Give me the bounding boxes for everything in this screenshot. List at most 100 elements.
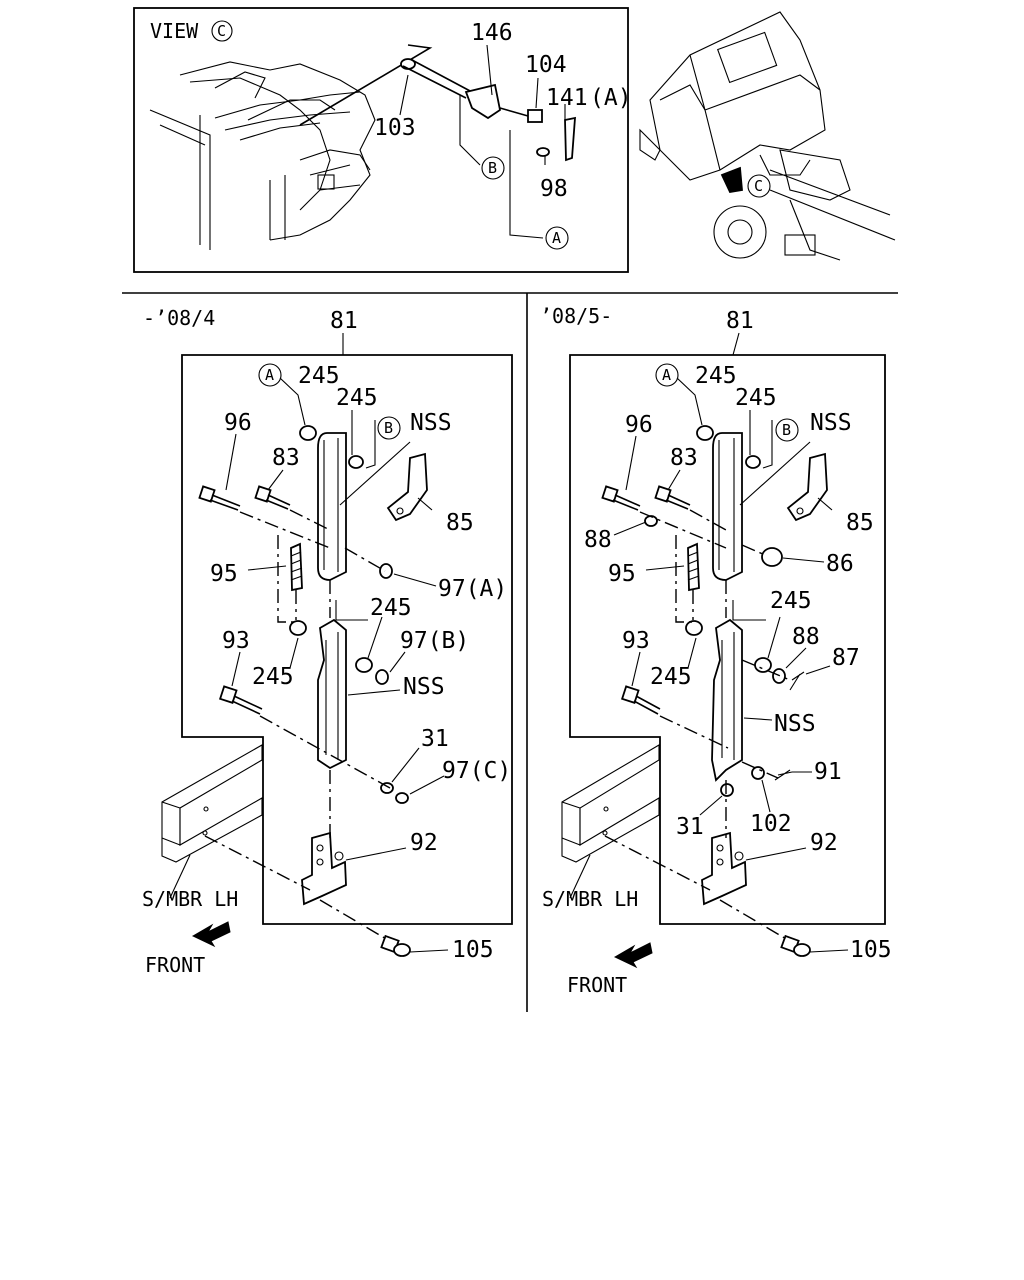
svg-text:A: A (662, 366, 671, 384)
callout-circle-a-inset: A (545, 226, 569, 250)
left-label-81: 81 (330, 308, 358, 334)
washer-98 (536, 147, 550, 157)
right-label-245-d: 245 (650, 664, 692, 690)
left-label-83: 83 (272, 445, 300, 471)
left-label-97c: 97(C) (442, 758, 511, 784)
svg-text:B: B (384, 419, 393, 437)
left-label-97b: 97(B) (400, 628, 469, 654)
right-bolt-93 (620, 685, 661, 715)
left-label-245-d: 245 (252, 664, 294, 690)
right-bushings-245 (685, 425, 772, 673)
left-upper-link-arm (317, 432, 347, 581)
right-front-arrow (613, 942, 653, 969)
right-label-105: 105 (850, 937, 892, 963)
left-label-245-c: 245 (370, 595, 412, 621)
left-label-92: 92 (410, 830, 438, 856)
left-bracket-85 (386, 452, 428, 522)
svg-text:B: B (782, 421, 791, 439)
left-bushings-245 (289, 425, 373, 673)
left-label-nss-lower: NSS (403, 674, 445, 700)
right-label-front: FRONT (567, 973, 627, 997)
left-label-95: 95 (210, 561, 238, 587)
right-label-nss-upper: NSS (810, 410, 852, 436)
bolt-104 (499, 107, 543, 123)
left-label-31: 31 (421, 726, 449, 752)
left-bolt-96 (198, 485, 241, 511)
right-bolt-105 (780, 934, 811, 957)
right-label-31: 31 (676, 814, 704, 840)
label-104: 104 (525, 52, 567, 78)
left-label-245-a: 245 (298, 363, 340, 389)
right-label-102: 102 (750, 811, 792, 837)
right-label-81: 81 (726, 308, 754, 334)
right-bracket-85 (786, 452, 828, 522)
left-callout-b: B (377, 416, 401, 440)
right-label-95: 95 (608, 561, 636, 587)
right-label-92: 92 (810, 830, 838, 856)
right-callout-a: A (655, 363, 679, 387)
pin-103 (400, 58, 473, 99)
right-group-frame (569, 354, 886, 925)
right-label-86: 86 (826, 551, 854, 577)
left-bolt-83 (254, 485, 291, 510)
right-label-245-a: 245 (695, 363, 737, 389)
left-front-arrow (191, 921, 231, 948)
label-141-suffix: (A) (590, 85, 632, 111)
right-label-87: 87 (832, 645, 860, 671)
right-label-91: 91 (814, 759, 842, 785)
view-c-frame (133, 7, 629, 273)
pin-141 (564, 116, 576, 162)
callout-circle-b-inset: B (481, 156, 505, 180)
left-side-member (161, 744, 263, 863)
label-141: 141 (546, 85, 588, 111)
right-label-245-b: 245 (735, 385, 777, 411)
right-label-93: 93 (622, 628, 650, 654)
left-label-105: 105 (452, 937, 494, 963)
right-label-nss-lower: NSS (774, 711, 816, 737)
label-146: 146 (471, 20, 513, 46)
right-label-member: S/MBR LH (542, 887, 638, 911)
right-upper-link-arm (712, 432, 743, 581)
right-bracket-92 (701, 831, 747, 906)
left-lower-link-arm (317, 618, 347, 770)
right-spring-95 (687, 542, 700, 592)
svg-text:C: C (217, 22, 226, 40)
left-group-frame (181, 354, 513, 925)
right-label-96: 96 (625, 412, 653, 438)
left-label-member: S/MBR LH (142, 887, 238, 911)
left-bracket-92 (301, 831, 347, 906)
right-label-88-a: 88 (584, 527, 612, 553)
left-label-nss-upper: NSS (410, 410, 452, 436)
right-callout-b: B (775, 418, 799, 442)
truck-sketch (639, 11, 896, 261)
left-label-front: FRONT (145, 953, 205, 977)
svg-text:B: B (488, 159, 497, 177)
right-label-88-b: 88 (792, 624, 820, 650)
left-label-93: 93 (222, 628, 250, 654)
left-label-97a: 97(A) (438, 576, 507, 602)
right-bolt-96 (601, 485, 641, 511)
left-bolt-105 (380, 934, 411, 957)
left-label-96: 96 (224, 410, 252, 436)
right-side-member (561, 744, 660, 863)
left-period-label: -’08/4 (143, 306, 215, 330)
engine-frame-sketch (149, 44, 433, 250)
left-label-245-b: 245 (336, 385, 378, 411)
view-c-circle: C (211, 20, 233, 42)
view-c-label: VIEW (150, 19, 199, 43)
left-callout-a: A (258, 363, 282, 387)
right-period-label: ’08/5- (540, 304, 612, 328)
right-lower-link-arm (711, 618, 743, 782)
left-spring-95 (290, 542, 303, 592)
right-bolt-83 (654, 485, 691, 510)
label-98: 98 (540, 176, 568, 202)
left-washers (375, 563, 409, 804)
bracket-146 (464, 83, 502, 120)
left-bolt-93 (218, 685, 263, 715)
right-label-245-c: 245 (770, 588, 812, 614)
right-label-83: 83 (670, 445, 698, 471)
right-label-85: 85 (846, 510, 874, 536)
svg-text:A: A (265, 366, 274, 384)
left-label-85: 85 (446, 510, 474, 536)
